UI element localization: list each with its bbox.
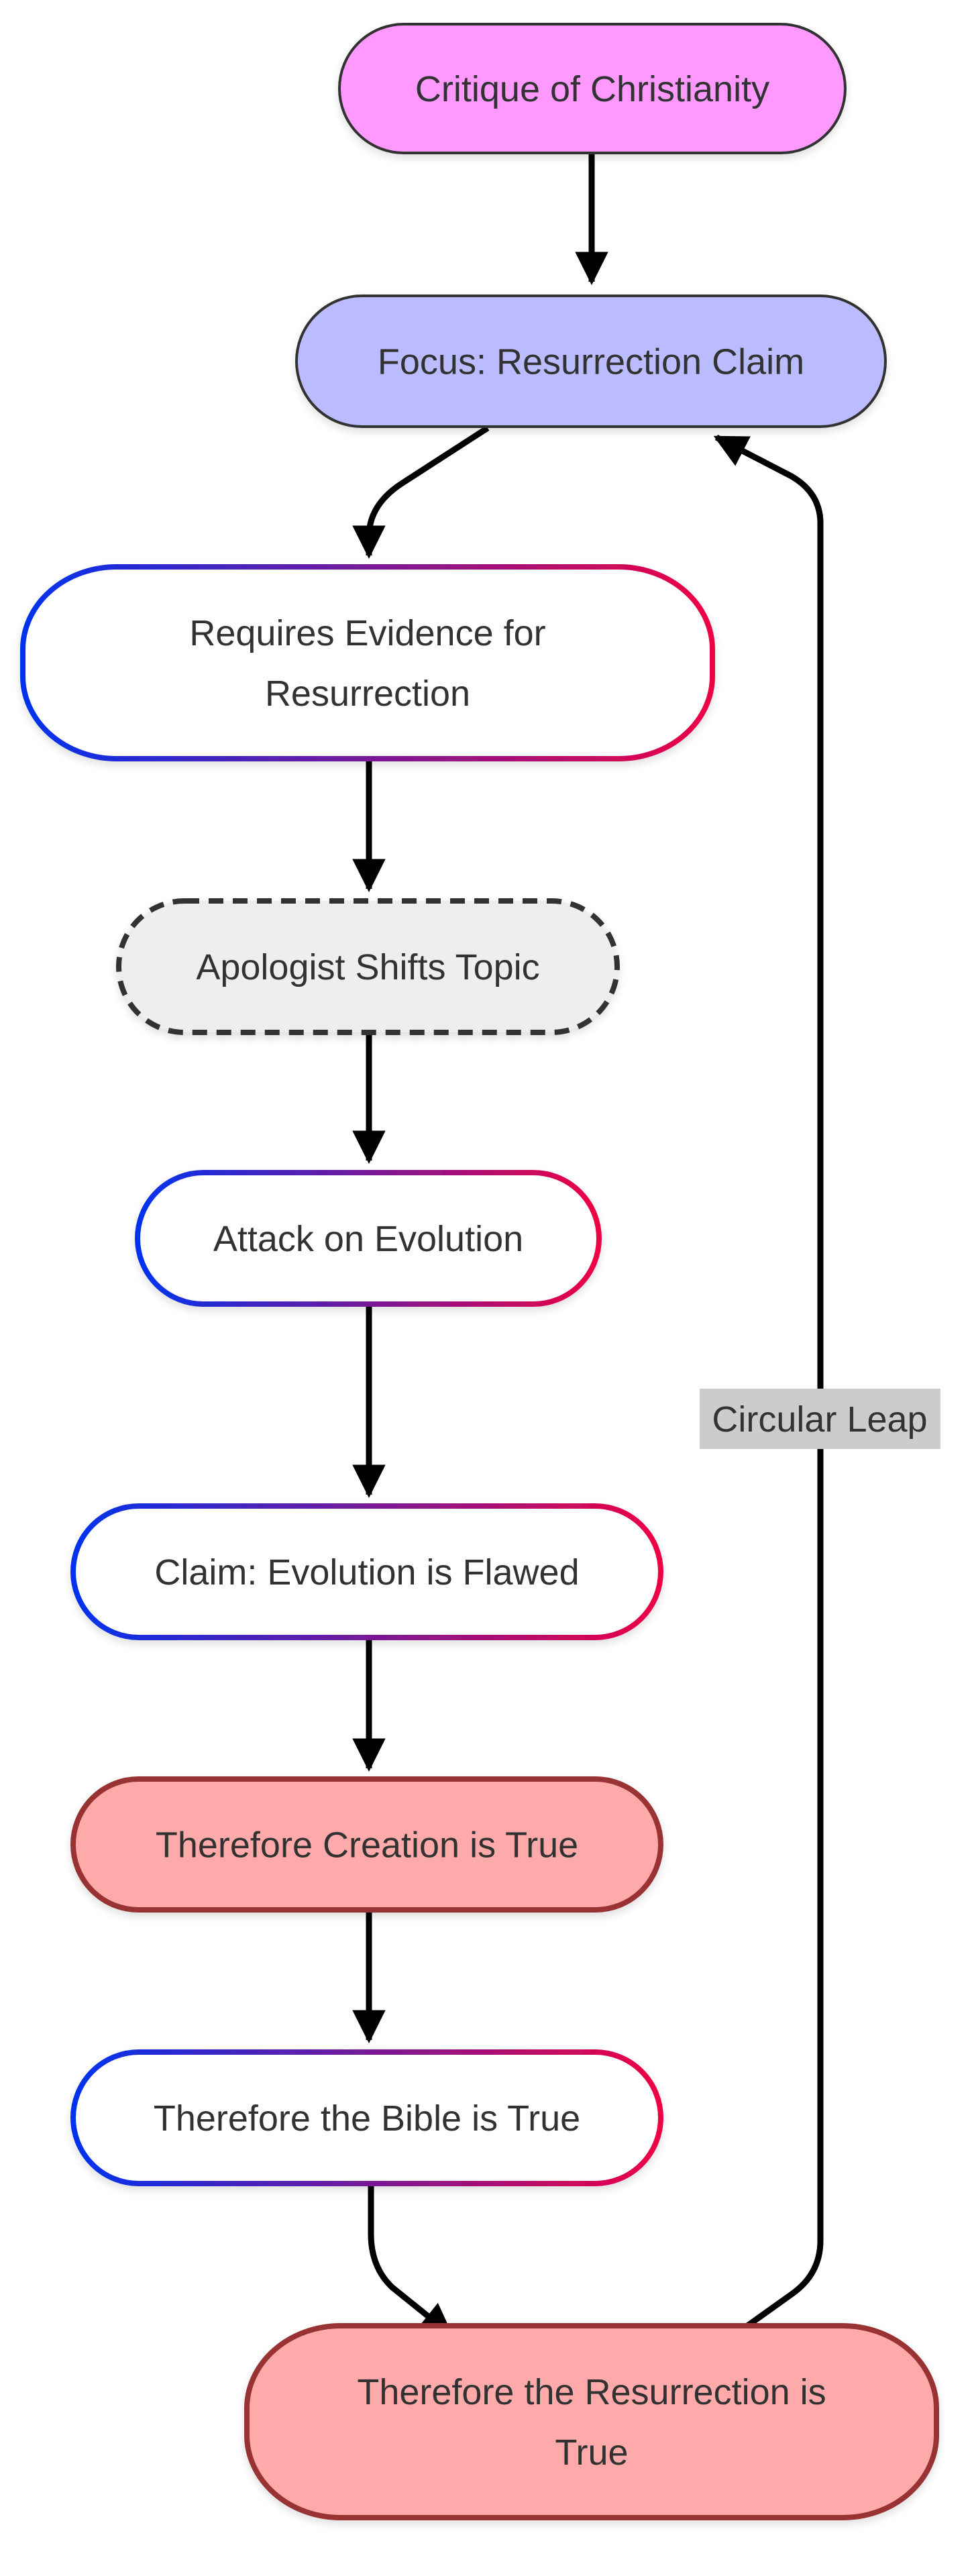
node-shape bbox=[70, 2049, 663, 2186]
node-label: Resurrection bbox=[265, 674, 470, 714]
node-label: Apologist Shifts Topic bbox=[196, 947, 539, 987]
node-shape bbox=[20, 564, 715, 761]
node-focus-resurrection-claim[interactable]: Focus: Resurrection Claim bbox=[295, 294, 887, 428]
edge-label-text: Circular Leap bbox=[712, 1399, 927, 1440]
node-shape bbox=[244, 2323, 939, 2520]
node-claim-evolution-is-flawed[interactable]: Claim: Evolution is Flawed bbox=[70, 1503, 663, 1640]
node-shape bbox=[116, 898, 620, 1035]
node-shape bbox=[70, 1503, 663, 1640]
edge-focus-to-requires-evidence bbox=[352, 425, 490, 559]
node-label: Therefore Creation is True bbox=[156, 1825, 578, 1866]
node-therefore-creation-is-true[interactable]: Therefore Creation is True bbox=[70, 1776, 663, 1913]
node-label: Claim: Evolution is Flawed bbox=[154, 1552, 579, 1593]
node-label: Therefore the Resurrection is bbox=[357, 2372, 826, 2412]
edge-label-circular-leap: Circular Leap bbox=[700, 1389, 940, 1449]
node-therefore-the-resurrection-is-true[interactable]: Therefore the Resurrection is True bbox=[244, 2323, 939, 2520]
node-label: Critique of Christianity bbox=[415, 69, 769, 109]
node-apologist-shifts-topic[interactable]: Apologist Shifts Topic bbox=[116, 898, 620, 1035]
node-shape bbox=[295, 294, 887, 428]
node-therefore-the-bible-is-true[interactable]: Therefore the Bible is True bbox=[70, 2049, 663, 2186]
edge-resurrection-to-focus bbox=[713, 435, 824, 2344]
node-label: True bbox=[555, 2432, 628, 2473]
node-shape bbox=[135, 1170, 602, 1307]
edge-bible-to-resurrection bbox=[368, 2185, 453, 2337]
node-shape bbox=[338, 23, 847, 154]
node-shape bbox=[70, 1776, 663, 1913]
node-label: Requires Evidence for bbox=[189, 613, 545, 653]
node-label: Therefore the Bible is True bbox=[154, 2098, 580, 2139]
edge-label-background bbox=[700, 1389, 940, 1449]
node-attack-on-evolution[interactable]: Attack on Evolution bbox=[135, 1170, 602, 1307]
edges bbox=[352, 154, 824, 2344]
node-label: Attack on Evolution bbox=[213, 1219, 523, 1259]
node-critique-of-christianity[interactable]: Critique of Christianity bbox=[338, 23, 847, 154]
node-label: Focus: Resurrection Claim bbox=[378, 342, 804, 382]
